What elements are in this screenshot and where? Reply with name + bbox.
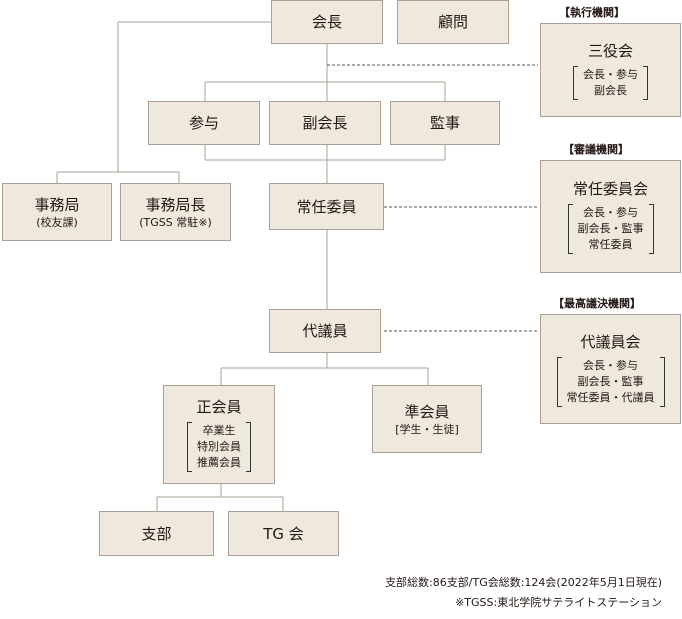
footnote-tgss: ※TGSS:東北学院サテライトステーション: [455, 596, 662, 609]
node-seikaiin-label: 正会員: [196, 398, 242, 416]
node-junkaiin-sub: [学生・生徒]: [395, 422, 459, 436]
node-jimukyokucho-sub: (TGSS 常駐※): [139, 215, 212, 229]
member-item: 副会長・監事: [577, 222, 644, 235]
node-komon: 顧問: [397, 0, 509, 44]
node-seikaiin-members: 卒業生 特別会員 推薦会員: [187, 422, 251, 472]
member-item: 常任委員・代議員: [566, 390, 655, 404]
section-deliberative-label: 【審議機関】: [563, 143, 629, 156]
node-kanji: 監事: [390, 101, 500, 145]
node-jimukyokucho-label: 事務局長: [145, 195, 206, 214]
body-executive: 三役会 会長・参与 副会長: [540, 23, 681, 117]
body-executive-title: 三役会: [587, 41, 633, 60]
node-jimukyoku-label: 事務局: [34, 195, 80, 214]
member-item: 推薦会員: [197, 456, 241, 469]
member-item: 副会長・監事: [577, 374, 644, 388]
body-deliberative-members: 会長・参与 副会長・監事 常任委員: [567, 204, 654, 254]
node-junkaiin-label: 準会員: [404, 402, 450, 421]
node-kaicho-label: 会長: [311, 13, 342, 31]
node-fukukaicho-label: 副会長: [302, 114, 348, 132]
node-shibu: 支部: [99, 511, 214, 556]
body-supreme-members: 会長・参与 副会長・監事 常任委員・代議員: [556, 356, 665, 407]
node-shibu-label: 支部: [141, 524, 172, 543]
member-item: 卒業生: [202, 424, 236, 437]
node-jimukyoku: 事務局 (校友課): [2, 183, 112, 241]
node-fukukaicho: 副会長: [269, 101, 381, 145]
node-tgkai: TG 会: [228, 511, 339, 556]
node-tgkai-label: TG 会: [263, 524, 304, 543]
member-item: 会長・参与: [583, 206, 638, 219]
body-deliberative: 常任委員会 会長・参与 副会長・監事 常任委員: [540, 160, 681, 273]
node-sanyo: 参与: [148, 101, 260, 145]
node-komon-label: 顧問: [437, 13, 468, 31]
member-item: 特別会員: [197, 440, 241, 453]
node-jimukyokucho: 事務局長 (TGSS 常駐※): [120, 183, 231, 241]
node-joninin-label: 常任委員: [296, 197, 357, 216]
section-supreme-label: 【最高議決機関】: [553, 297, 641, 310]
body-deliberative-title: 常任委員会: [572, 180, 648, 198]
node-junkaiin: 準会員 [学生・生徒]: [372, 385, 482, 453]
node-sanyo-label: 参与: [188, 114, 219, 132]
node-daigiin-label: 代議員: [302, 322, 348, 340]
member-item: 副会長: [594, 83, 627, 97]
footnote-counts: 支部総数:86支部/TG会総数:124会(2022年5月1日現在): [385, 576, 662, 589]
node-jimukyoku-sub: (校友課): [36, 215, 78, 229]
node-kanji-label: 監事: [429, 114, 460, 132]
member-item: 会長・参与: [583, 67, 638, 81]
node-seikaiin: 正会員 卒業生 特別会員 推薦会員: [163, 385, 275, 484]
body-executive-members: 会長・参与 副会長: [573, 65, 648, 100]
node-daigiin: 代議員: [269, 309, 381, 353]
section-executive-label: 【執行機関】: [559, 6, 625, 19]
node-kaicho: 会長: [271, 0, 383, 44]
member-item: 会長・参与: [583, 358, 638, 372]
member-item: 常任委員: [588, 238, 633, 251]
body-supreme-title: 代議員会: [580, 332, 641, 351]
body-supreme: 代議員会 会長・参与 副会長・監事 常任委員・代議員: [540, 314, 681, 424]
node-joninin: 常任委員: [269, 183, 384, 230]
